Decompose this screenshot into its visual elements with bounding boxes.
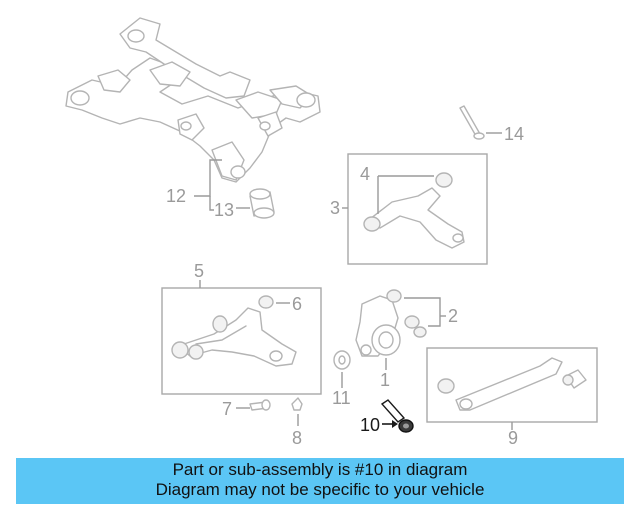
info-banner: Part or sub-assembly is #10 in diagram D… (16, 458, 624, 504)
callout-3: 3 (330, 198, 340, 218)
knuckle-part (355, 289, 427, 357)
callout-4: 4 (360, 164, 370, 184)
long-bolt-part (459, 105, 485, 140)
subframe-bushing-part (249, 188, 275, 219)
callout-7: 7 (222, 399, 232, 419)
upper-arm-box (347, 153, 488, 265)
upper-arm-part (363, 172, 465, 249)
callout-1: 1 (380, 370, 390, 390)
lower-arm-box (161, 287, 322, 395)
callout-10: 10 (360, 415, 380, 435)
callout-2: 2 (448, 306, 458, 326)
nut-8-part (291, 397, 303, 411)
washer-part (333, 350, 351, 370)
bolt-10-highlighted-part (380, 399, 414, 433)
callout-9: 9 (508, 428, 518, 448)
lower-arm-part (171, 295, 297, 367)
callout-14: 14 (504, 124, 524, 144)
banner-line-2: Diagram may not be specific to your vehi… (155, 480, 485, 499)
callout-13: 13 (214, 200, 234, 220)
trailing-link-part (437, 357, 587, 411)
leader-lines (194, 132, 513, 430)
callout-12: 12 (166, 186, 186, 206)
subframe-part (65, 17, 321, 183)
banner-line-1: Part or sub-assembly is #10 in diagram (172, 460, 468, 479)
callout-6: 6 (292, 294, 302, 314)
bolt-7-part (249, 399, 271, 411)
callout-8: 8 (292, 428, 302, 448)
callout-5: 5 (194, 261, 204, 281)
callout-11: 11 (332, 388, 351, 408)
